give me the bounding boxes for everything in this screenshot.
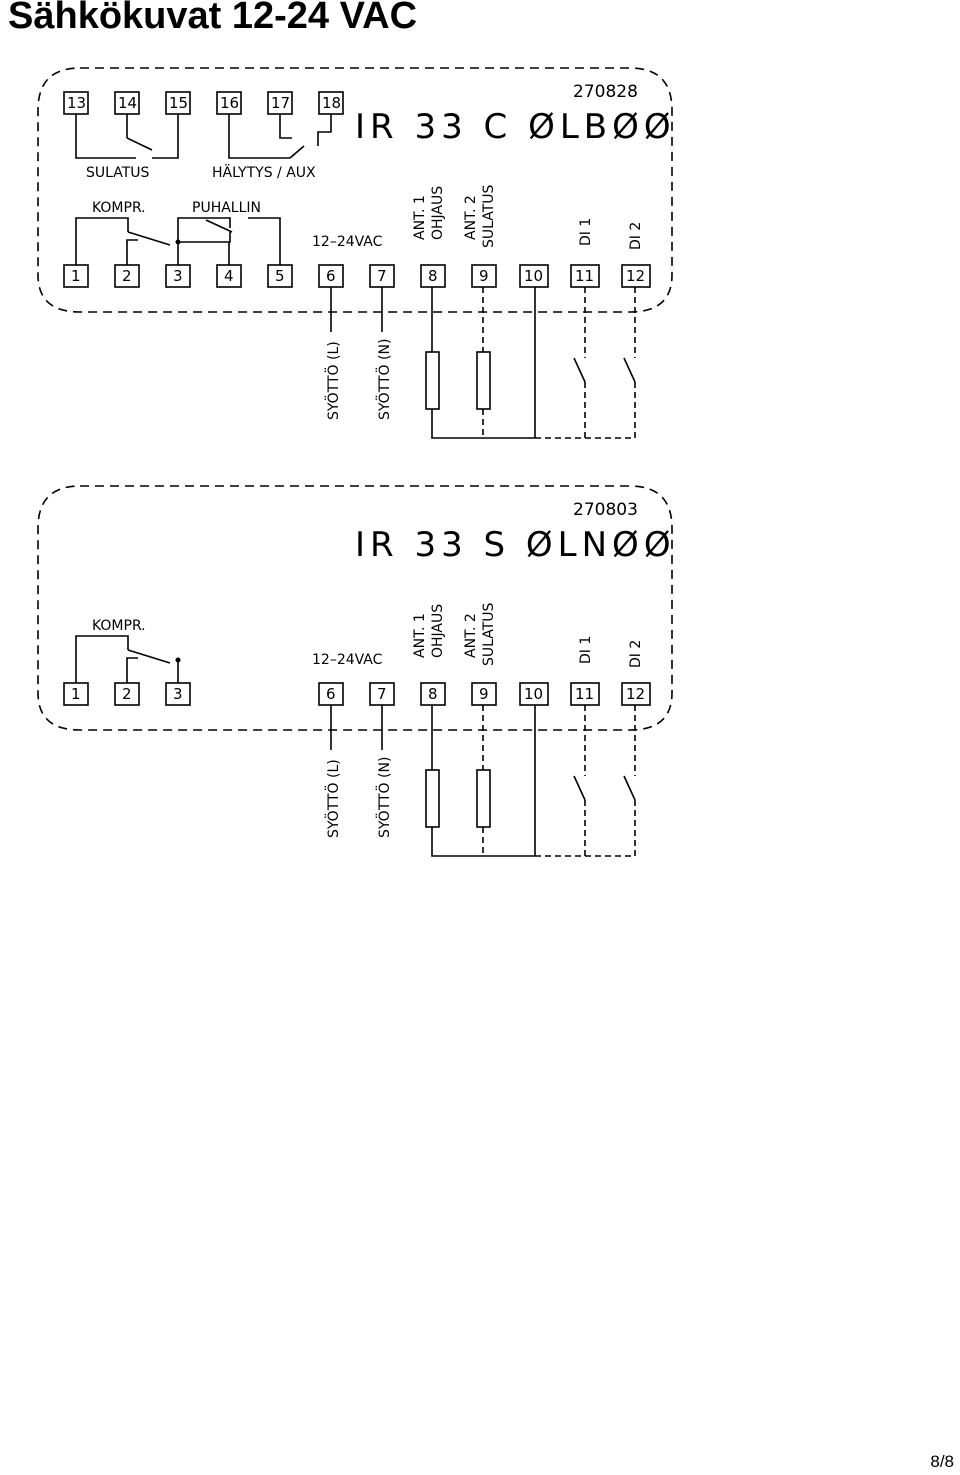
label-compressor: KOMPR. bbox=[92, 618, 146, 634]
label-probe1-sub: OHJAUS bbox=[430, 604, 446, 658]
terminal-5: 5 bbox=[275, 267, 285, 285]
wiring-diagram-ir33s: 270803 IR 33 S ØLNØØ KOMPR. 12–24VAC ANT… bbox=[37, 485, 676, 857]
external-wiring bbox=[330, 287, 636, 439]
label-feed-n: SYÖTTÖ (N) bbox=[375, 339, 393, 420]
external-wiring bbox=[330, 705, 636, 857]
controller-outline bbox=[37, 67, 673, 313]
label-probe2: ANT. 2 bbox=[463, 613, 479, 658]
label-feed-l: SYÖTTÖ (L) bbox=[324, 759, 342, 838]
defrost-relay bbox=[75, 114, 179, 159]
terminal-4: 4 bbox=[224, 267, 234, 285]
label-supply: 12–24VAC bbox=[312, 234, 383, 250]
label-supply: 12–24VAC bbox=[312, 652, 383, 668]
terminal-9: 9 bbox=[479, 267, 489, 285]
label-di2: DI 2 bbox=[628, 640, 644, 668]
label-probe2-sub: SULATUS bbox=[481, 602, 497, 666]
label-fan: PUHALLIN bbox=[192, 200, 261, 216]
label-probe2: ANT. 2 bbox=[463, 195, 479, 240]
terminal-6: 6 bbox=[326, 685, 336, 703]
terminal-3: 3 bbox=[173, 267, 183, 285]
part-number: 270828 bbox=[573, 82, 638, 102]
controller-outline bbox=[37, 485, 673, 731]
terminal-11: 11 bbox=[575, 267, 594, 285]
model-name: IR 33 C ØLBØØ bbox=[355, 107, 676, 147]
label-probe2-sub: SULATUS bbox=[481, 184, 497, 248]
top-terminals: 13 14 15 16 17 18 bbox=[63, 91, 344, 115]
terminal-13: 13 bbox=[67, 94, 86, 112]
terminal-2: 2 bbox=[122, 685, 132, 703]
terminal-1: 1 bbox=[71, 685, 81, 703]
terminal-11: 11 bbox=[575, 685, 594, 703]
label-feed-l: SYÖTTÖ (L) bbox=[324, 341, 342, 420]
terminal-6: 6 bbox=[326, 267, 336, 285]
terminal-15: 15 bbox=[169, 94, 188, 112]
label-defrost: SULATUS bbox=[86, 165, 150, 181]
terminal-7: 7 bbox=[377, 267, 387, 285]
terminal-8: 8 bbox=[428, 267, 438, 285]
compressor-relay bbox=[75, 635, 181, 683]
terminal-1: 1 bbox=[71, 267, 81, 285]
terminal-17: 17 bbox=[271, 94, 290, 112]
wiring-diagram-ir33c: 270828 IR 33 C ØLBØØ 13 14 15 16 17 18 S… bbox=[37, 67, 676, 439]
terminal-16: 16 bbox=[220, 94, 239, 112]
page-number: 8/8 bbox=[930, 1452, 954, 1471]
terminal-18: 18 bbox=[322, 94, 341, 112]
label-di1: DI 1 bbox=[578, 218, 594, 246]
compressor-fan-relays bbox=[75, 217, 281, 265]
page-title: Sähkökuvat 12-24 VAC bbox=[8, 0, 418, 37]
terminal-9: 9 bbox=[479, 685, 489, 703]
terminal-3: 3 bbox=[173, 685, 183, 703]
terminal-12: 12 bbox=[626, 267, 645, 285]
label-feed-n: SYÖTTÖ (N) bbox=[375, 757, 393, 838]
label-probe1: ANT. 1 bbox=[412, 195, 428, 240]
alarm-relay bbox=[228, 114, 332, 159]
terminal-12: 12 bbox=[626, 685, 645, 703]
terminal-2: 2 bbox=[122, 267, 132, 285]
bottom-terminals: 1 2 3 6 7 8 9 10 11 12 bbox=[63, 682, 651, 706]
terminal-7: 7 bbox=[377, 685, 387, 703]
bottom-terminals: 1 2 3 4 5 6 7 8 9 10 11 12 bbox=[63, 264, 651, 288]
label-compressor: KOMPR. bbox=[92, 200, 146, 216]
terminal-8: 8 bbox=[428, 685, 438, 703]
model-name: IR 33 S ØLNØØ bbox=[355, 525, 676, 565]
label-di1: DI 1 bbox=[578, 636, 594, 664]
label-alarm: HÄLYTYS / AUX bbox=[212, 163, 316, 181]
part-number: 270803 bbox=[573, 500, 638, 520]
label-probe1: ANT. 1 bbox=[412, 613, 428, 658]
label-di2: DI 2 bbox=[628, 222, 644, 250]
terminal-10: 10 bbox=[524, 685, 543, 703]
label-probe1-sub: OHJAUS bbox=[430, 186, 446, 240]
terminal-10: 10 bbox=[524, 267, 543, 285]
terminal-14: 14 bbox=[118, 94, 137, 112]
